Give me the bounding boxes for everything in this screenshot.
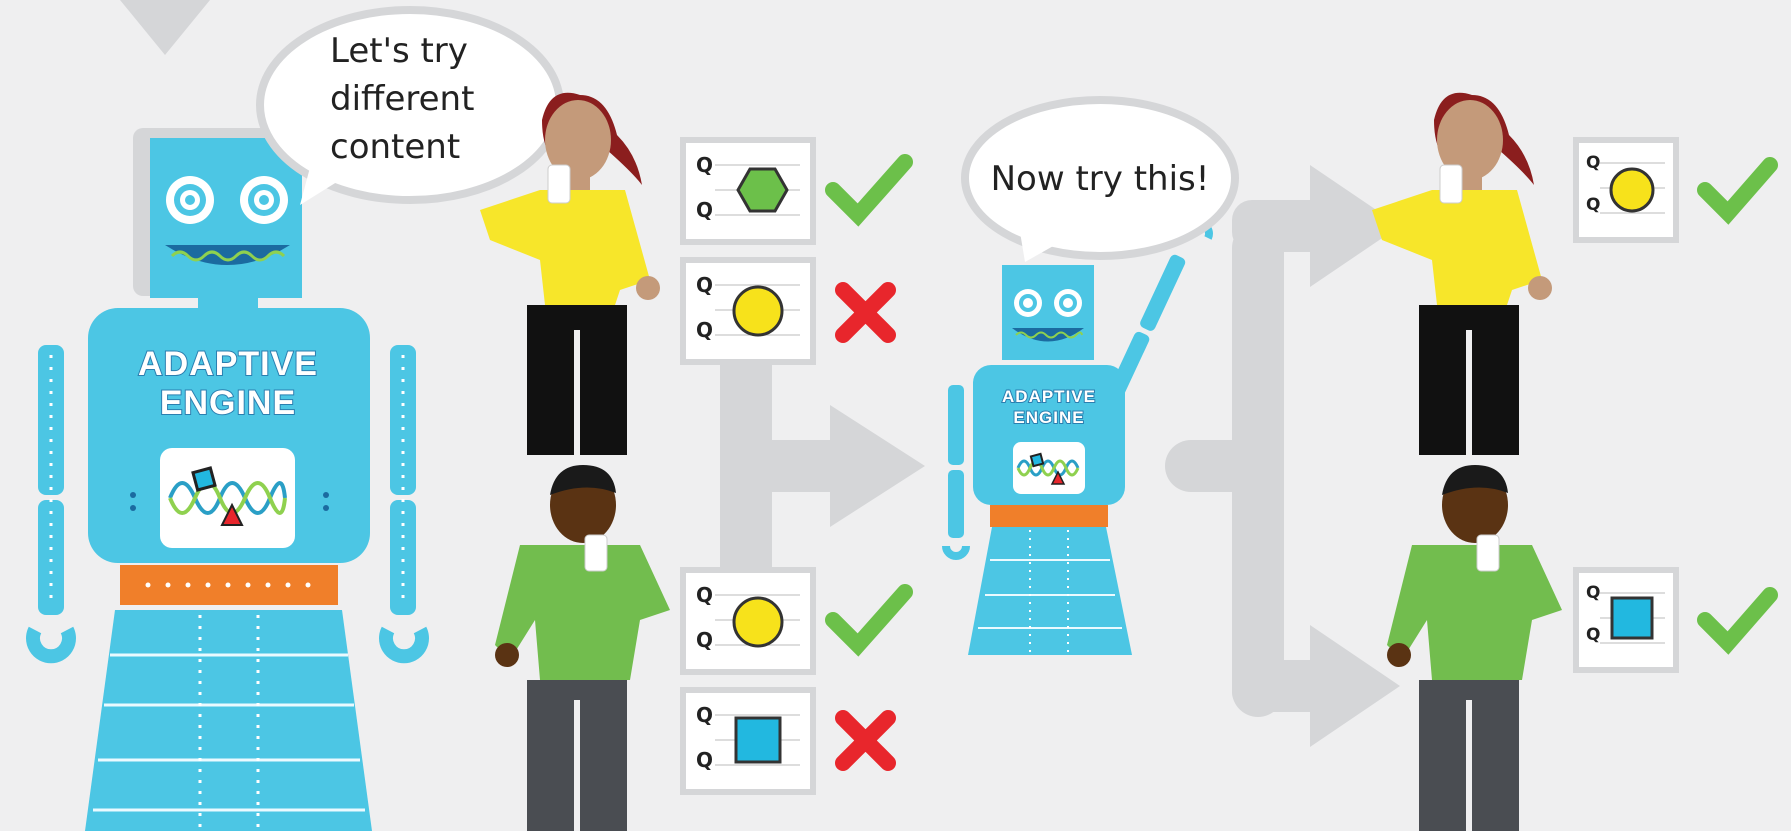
quiz-q1: Q [696,583,713,607]
robot-title-line2: ENGINE [160,384,296,422]
robot-small: ADAPTIVE ENGINE [946,224,1209,655]
flow-arrow-split [1165,165,1400,747]
robot-base [85,610,372,831]
speech-bubble-right: Now try this! [965,100,1235,262]
robot-small-title-line1: ADAPTIVE [1002,387,1096,406]
quiz-card-square: Q Q [683,690,813,792]
student-female-right [1372,93,1552,455]
quiz-q2: Q [696,628,713,652]
robot-eye-left [166,176,214,224]
circle-shape [734,287,782,335]
quiz-card-hexagon: Q Q [683,140,813,242]
bubble-left-line2: different [330,79,474,119]
check-icon [1705,165,1770,213]
check-icon [833,592,905,645]
bubble-left-line3: content [330,127,460,167]
robot-arm-right [386,345,422,656]
quiz-card-circle: Q Q [1576,140,1676,240]
student-male-left [495,465,670,831]
cross-icon [843,290,888,335]
speech-bubble-left: Let's try different content [260,10,560,205]
square-shape [736,718,780,762]
robot-title-line1: ADAPTIVE [138,345,318,383]
check-icon [833,162,905,215]
student-male-right [1387,465,1562,831]
quiz-q1: Q [696,153,713,177]
quiz-card-square: Q Q [1576,570,1676,670]
quiz-q1: Q [1586,583,1600,603]
check-icon [1705,595,1770,643]
robot-eye-right [240,176,288,224]
quiz-q2: Q [696,318,713,342]
down-arrow-icon [120,0,210,55]
quiz-q1: Q [1586,153,1600,173]
hexagon-shape [738,169,787,211]
flow-arrow-merge [720,365,925,590]
bubble-left-line1: Let's try [330,31,468,71]
quiz-card-circle: Q Q [683,260,813,362]
robot-arm-left [33,345,69,656]
bubble-right-text: Now try this! [991,159,1210,199]
quiz-q1: Q [696,273,713,297]
circle-shape [734,598,782,646]
square-shape [1612,598,1652,638]
robot-large: ADAPTIVE ENGINE [33,128,422,831]
circle-shape [1611,169,1653,211]
robot-small-title-line2: ENGINE [1013,408,1084,427]
quiz-q2: Q [696,748,713,772]
quiz-q2: Q [696,198,713,222]
quiz-card-circle: Q Q [683,570,813,672]
quiz-q1: Q [696,703,713,727]
quiz-q2: Q [1586,195,1600,215]
robot-screen [160,448,295,548]
cross-icon [843,718,888,763]
quiz-q2: Q [1586,625,1600,645]
